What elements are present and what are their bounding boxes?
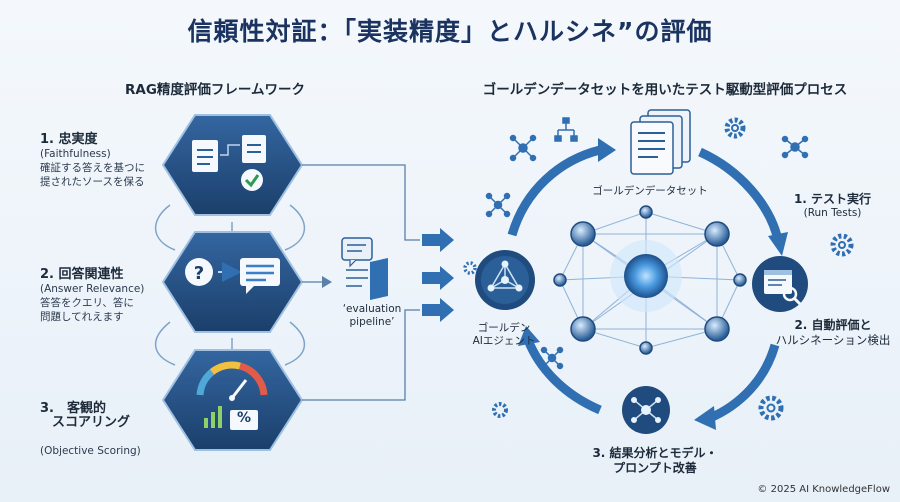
decor-gear-icons (463, 117, 854, 421)
analysis-node-icon (622, 386, 670, 434)
agent-label: ゴールデン AIエジェント (454, 322, 554, 348)
agent-node-icon (475, 250, 535, 310)
metric-subtitle: (Answer Relevance) (40, 283, 145, 295)
metric-desc: 問題してれえます (40, 311, 124, 323)
pipeline-label-line: ‘evaluation (342, 303, 402, 315)
metric-desc: 提されたソースを保る (40, 176, 145, 188)
core-node (624, 254, 668, 298)
golden-dataset-icon (630, 109, 691, 175)
step-title: 3. 結果分析とモデル・ (592, 446, 718, 460)
step-run-tests: 1. テスト実行 (Run Tests) (770, 192, 895, 219)
pipeline-label: ‘evaluation pipeline’ (332, 303, 412, 329)
cycle-arrows (507, 145, 783, 423)
test-window-icon (752, 256, 808, 312)
agent-label-line: AIエジェント (472, 335, 536, 347)
step-analysis: 3. 結果分析とモデル・ プロンプト改善 (575, 446, 735, 476)
right-section-title: ゴールデンデータセットを用いたテスト駆動型評価プロセス (482, 82, 848, 98)
faithfulness-hex (161, 114, 304, 216)
gauge-percent-label: % (236, 410, 252, 426)
answer-relevance-hex: ? (161, 231, 304, 333)
step-subtitle: (Run Tests) (803, 207, 862, 219)
decor-molecule-icons (485, 117, 809, 370)
metric-title: 1. 忠実度 (40, 132, 98, 147)
agent-label-line: ゴールデン (477, 322, 531, 334)
svg-text:?: ? (194, 263, 204, 284)
page-title: 信頼性対証：「実装精度」とハルシネ”の評価 (187, 17, 713, 46)
left-section-title: RAG精度評価フレームワーク (124, 82, 306, 98)
cycle-arrowheads (518, 138, 788, 430)
step-title: 1. テスト実行 (793, 192, 872, 206)
metric-desc: 確証する答えを基つに (40, 162, 145, 174)
metric-title: スコアリング (52, 415, 131, 430)
hex-to-pipeline-lines (302, 164, 420, 401)
metric-title: 3. 客観的 (40, 401, 106, 416)
metric-title: 2. 回答関連性 (40, 267, 124, 282)
golden-dataset-label: ゴールデンデータセット (592, 185, 708, 197)
pipeline-icon (341, 237, 388, 300)
metric-answer-relevance: 2. 回答関連性 (Answer Relevance) 答答をクエリ、答に 問題… (40, 268, 175, 324)
metric-subtitle: (Faithfulness) (40, 148, 111, 160)
step-auto-eval: 2. 自動評価と ハルシネーション検出 (768, 318, 898, 348)
metric-desc: 答答をクエリ、答に (40, 297, 134, 309)
copyright-text: © 2025 AI KnowledgeFlow (757, 484, 890, 495)
step-title: 2. 自動評価と (794, 318, 872, 332)
metric-faithfulness: 1. 忠実度 (Faithfulness) 確証する答えを基つに 提されたソース… (40, 133, 175, 189)
network-nodes (553, 205, 747, 355)
metric-subtitle: (Objective Scoring) (40, 445, 141, 457)
pipeline-arrows (422, 228, 454, 322)
step-subtitle: ハルシネーション検出 (775, 333, 891, 347)
step-subtitle: プロンプト改善 (613, 461, 697, 475)
objective-scoring-hex (161, 349, 304, 451)
pipeline-label-line: pipeline’ (349, 316, 395, 328)
metric-objective-scoring: 3. 客観的 スコアリング (Objective Scoring) (40, 402, 175, 458)
